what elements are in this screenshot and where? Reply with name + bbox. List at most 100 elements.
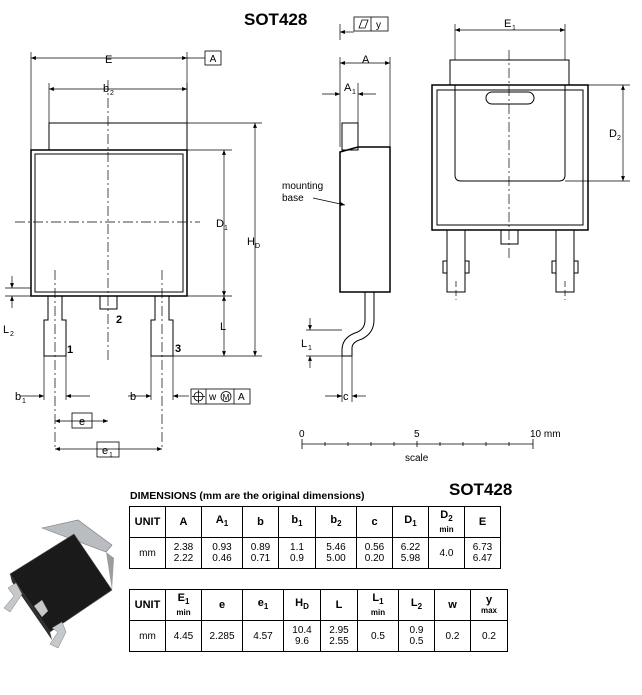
dim-label-a: A bbox=[362, 54, 370, 66]
value-text: 4.45 bbox=[173, 630, 194, 642]
unit-header-cell: UNIT bbox=[129, 506, 166, 538]
column-subscript: 2 bbox=[417, 602, 423, 612]
column-note: min bbox=[439, 524, 454, 534]
column-header: b2 bbox=[315, 506, 357, 538]
pin3-lead bbox=[150, 296, 174, 357]
value-cell: 2.285 bbox=[201, 620, 243, 652]
column-header: b bbox=[242, 506, 279, 538]
unit-value-cell: mm bbox=[129, 537, 166, 569]
column-symbol: A bbox=[215, 513, 224, 526]
value-text: 0.56 bbox=[364, 542, 385, 553]
column-symbol: c bbox=[371, 515, 378, 528]
value-text: 0.9 bbox=[290, 553, 304, 564]
column-subscript: 1 bbox=[298, 519, 303, 529]
back-center-stub bbox=[500, 229, 519, 245]
value-text: 2.22 bbox=[173, 553, 194, 564]
column-header: E bbox=[464, 506, 501, 538]
dim-label-e1-back: E 1 bbox=[504, 18, 516, 32]
column-header: c bbox=[356, 506, 393, 538]
value-cell: 0.2 bbox=[470, 620, 508, 652]
column-header: L bbox=[320, 589, 358, 621]
value-cell: 0.5 bbox=[357, 620, 399, 652]
value-text: 0.2 bbox=[482, 630, 496, 642]
dim-label-hd: H D bbox=[247, 236, 260, 250]
scale-zero: 0 bbox=[299, 429, 305, 440]
dimensions-heading: DIMENSIONS (mm are the original dimensio… bbox=[130, 490, 365, 502]
scale-caption: scale bbox=[405, 453, 429, 464]
svg-text:H: H bbox=[247, 236, 255, 248]
package-photo bbox=[3, 519, 114, 649]
column-header: D1 bbox=[392, 506, 429, 538]
column-header: b1 bbox=[278, 506, 316, 538]
position-tolerance-callout: w M A bbox=[190, 388, 251, 405]
value-cell: 4.45 bbox=[165, 620, 202, 652]
column-symbol: b bbox=[257, 515, 264, 528]
dim-label-c: c bbox=[343, 391, 349, 403]
datum-a-box bbox=[204, 50, 222, 66]
dim-label-e1: e 1 bbox=[102, 445, 113, 459]
side-tab bbox=[341, 122, 359, 151]
mounting-slot bbox=[485, 91, 535, 105]
dim-label-d2: D 2 bbox=[609, 128, 621, 142]
side-view bbox=[339, 122, 391, 357]
value-text: 0.5 bbox=[371, 630, 385, 642]
column-header: L2 bbox=[398, 589, 435, 621]
flatness-symbol-icon bbox=[358, 19, 369, 29]
column-symbol: y bbox=[485, 594, 493, 606]
value-text: 0.2 bbox=[445, 630, 460, 642]
svg-text:1: 1 bbox=[512, 25, 516, 32]
column-symbol: b bbox=[291, 513, 299, 526]
column-subscript: 1 bbox=[223, 519, 229, 529]
column-note: min bbox=[176, 607, 191, 617]
value-text: 5.46 bbox=[326, 542, 346, 553]
svg-text:2: 2 bbox=[110, 90, 114, 97]
dim-label-l: L bbox=[220, 321, 226, 333]
scale-ten: 10 mm bbox=[530, 429, 561, 440]
column-note: max bbox=[480, 606, 497, 615]
svg-text:E: E bbox=[504, 18, 511, 30]
pin3-label: 3 bbox=[175, 343, 181, 355]
value-text: 2.285 bbox=[209, 630, 235, 642]
value-text: 2.55 bbox=[329, 636, 349, 647]
column-header: e1 bbox=[242, 589, 284, 621]
value-text: 0.89 bbox=[250, 542, 271, 553]
svg-text:2: 2 bbox=[617, 135, 621, 142]
column-note: min bbox=[370, 607, 386, 617]
datum-a-label: A bbox=[210, 54, 217, 65]
mounting-base-label-1: mounting bbox=[282, 181, 323, 192]
svg-text:2: 2 bbox=[10, 331, 14, 338]
value-text: 0.9 bbox=[409, 625, 424, 636]
front-view bbox=[15, 80, 200, 450]
back-view bbox=[431, 59, 589, 293]
flatness-callout: y bbox=[353, 16, 389, 32]
value-text: 6.73 bbox=[472, 542, 493, 553]
pin1-label: 1 bbox=[67, 344, 73, 356]
column-subscript: 1 bbox=[184, 597, 190, 607]
mounting-base-label-2: base bbox=[282, 193, 304, 204]
value-cell: 4.57 bbox=[242, 620, 284, 652]
value-text: 6.47 bbox=[472, 553, 493, 564]
column-subscript: 2 bbox=[448, 514, 453, 524]
svg-text:L: L bbox=[301, 338, 307, 350]
dim-label-l2: L 2 bbox=[3, 324, 14, 338]
column-symbol: e bbox=[257, 596, 264, 609]
svg-text:D: D bbox=[609, 128, 617, 140]
value-text: 0.46 bbox=[212, 553, 232, 564]
column-symbol: L bbox=[410, 596, 418, 609]
